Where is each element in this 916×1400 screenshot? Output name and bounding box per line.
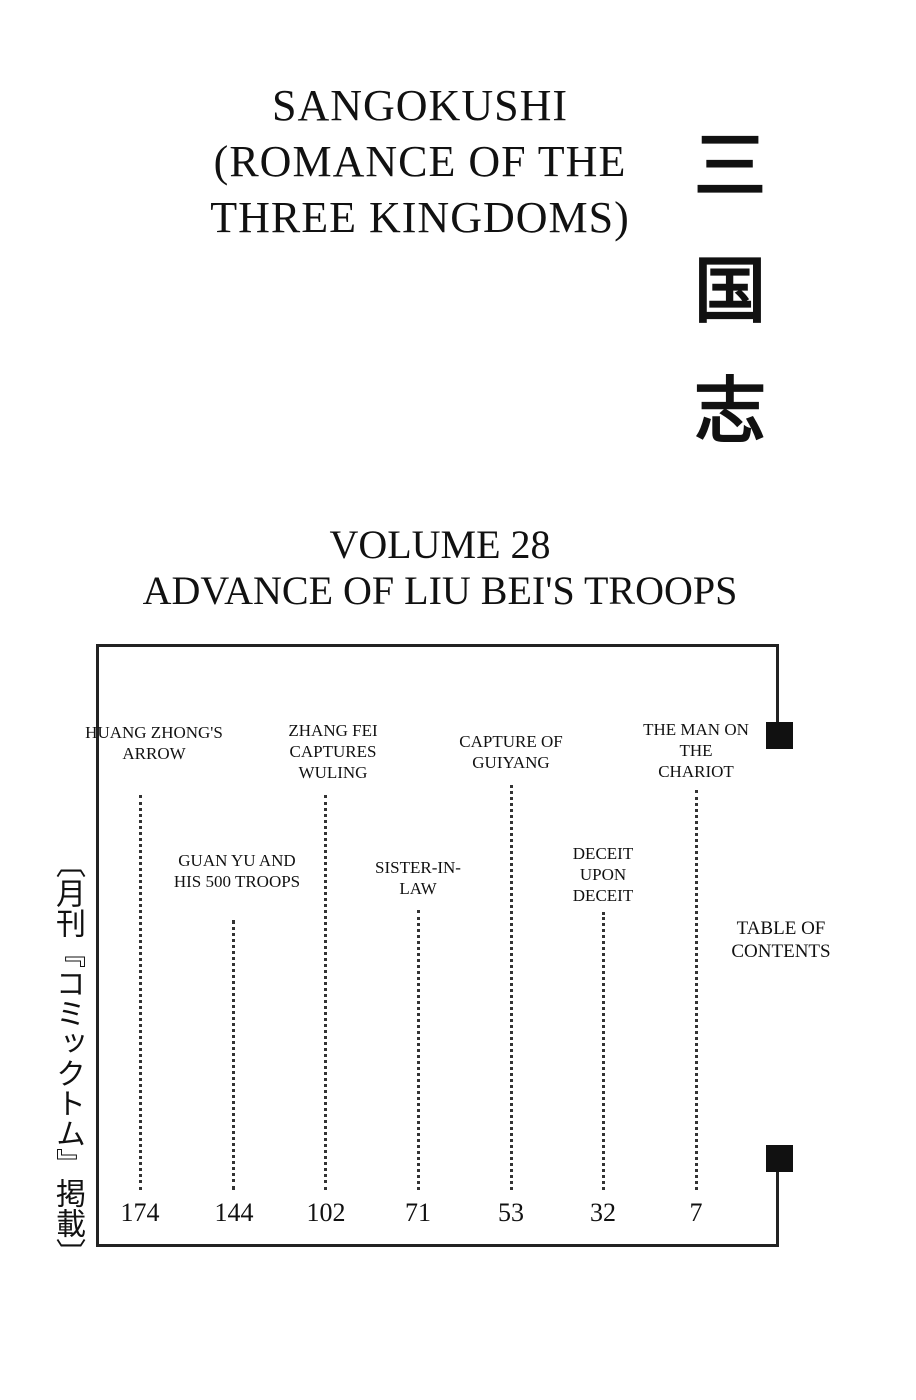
chapter-title: Zhang Fei Captures Wuling xyxy=(288,721,378,782)
chapter-page: 7 xyxy=(689,1198,703,1227)
kanji-title-char: 三 xyxy=(693,124,766,208)
dotted-leader xyxy=(602,912,605,1190)
chapter-page: 102 xyxy=(306,1198,346,1227)
chapter-title: Sister-in-law xyxy=(375,858,461,898)
toc-heading: Table of Contents xyxy=(731,918,831,962)
publication-note: 〔月刊『コミックトム』掲載〕 xyxy=(50,848,85,1268)
kanji-title-char: 国 xyxy=(693,249,766,333)
dotted-leader xyxy=(510,785,513,1190)
volume-number: Volume 28 xyxy=(329,522,551,567)
dotted-leader xyxy=(232,920,235,1190)
chapter-page: 53 xyxy=(498,1198,524,1227)
chapter-title: Deceit upon Deceit xyxy=(572,844,634,905)
frame-square-marker xyxy=(766,1145,793,1172)
chapter-title: The Man on the Chariot xyxy=(643,720,749,781)
dotted-leader xyxy=(695,790,698,1190)
kanji-title-char: 志 xyxy=(693,369,766,453)
chapter-page: 144 xyxy=(214,1198,254,1227)
title-line: Sangokushi xyxy=(271,81,569,130)
title-line: Three Kingdoms) xyxy=(210,193,630,242)
dotted-leader xyxy=(324,795,327,1190)
chapter-title: Huang Zhong's Arrow xyxy=(85,723,223,763)
dotted-leader xyxy=(417,910,420,1190)
chapter-page: 32 xyxy=(590,1198,616,1227)
chapter-page: 174 xyxy=(120,1198,160,1227)
chapter-title: Guan Yu and his 500 Troops xyxy=(173,851,301,891)
frame-square-marker xyxy=(766,722,793,749)
chapter-title: Capture of Guiyang xyxy=(459,732,563,772)
chapter-page: 71 xyxy=(405,1198,431,1227)
series-title: Sangokushi (Romance of the Three Kingdom… xyxy=(100,78,740,246)
dotted-leader xyxy=(139,795,142,1190)
title-line: (Romance of the xyxy=(213,137,627,186)
volume-subtitle: Advance of Liu Bei's Troops xyxy=(142,568,738,613)
